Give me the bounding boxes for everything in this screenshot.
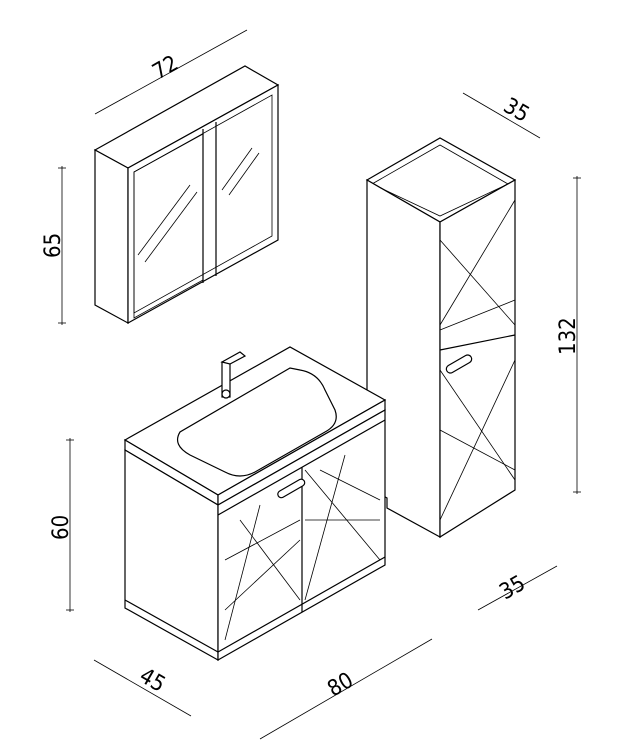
dimension-lines: [58, 29, 581, 740]
dim-tall-depth: 35: [499, 94, 533, 128]
dim-tall-height: 132: [556, 317, 581, 355]
dim-vanity-width: 80: [324, 668, 358, 702]
dim-vanity-depth: 45: [135, 664, 169, 698]
dim-tall-width: 35: [496, 571, 530, 605]
vanity-unit: [123, 346, 387, 662]
dim-mirror-width: 72: [149, 51, 183, 85]
tall-cabinet: [365, 137, 517, 539]
dim-vanity-height: 60: [49, 515, 74, 540]
dim-mirror-height: 65: [41, 233, 66, 258]
mirror-cabinet: [93, 65, 280, 325]
